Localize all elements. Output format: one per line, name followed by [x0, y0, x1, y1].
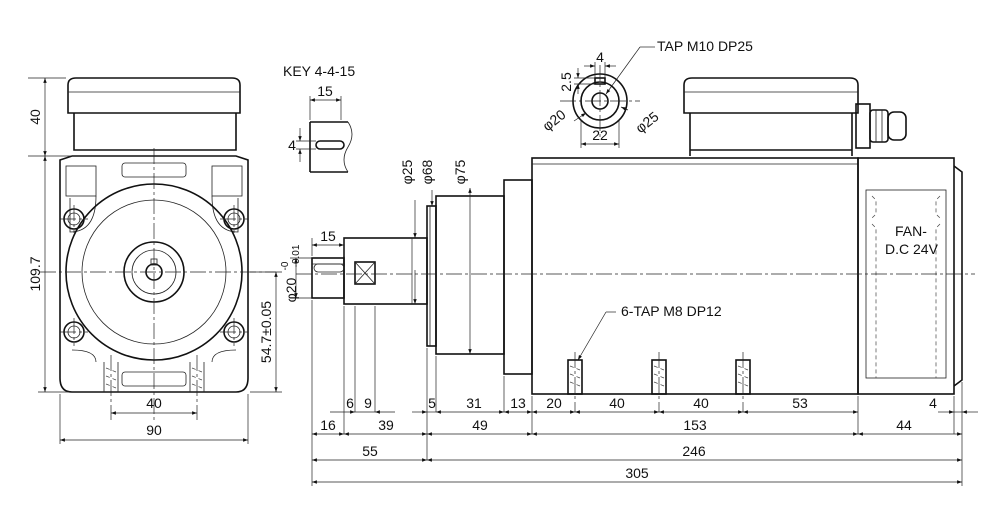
dim-r2-39: 39: [378, 417, 394, 433]
motor-body: [531, 157, 859, 395]
dim-r2-44: 44: [896, 417, 912, 433]
front-flange-body: [59, 155, 249, 393]
front-view-dimensions: 40 109.7 54.7±0.05 40 90: [27, 77, 282, 444]
dim-r1-13: 13: [510, 395, 526, 411]
shaft-end-across-flats: 22: [592, 127, 608, 143]
front-view: [40, 77, 276, 420]
key-detail: KEY 4-4-15 15 4: [283, 63, 355, 173]
fan-label-line2: D.C 24V: [885, 241, 939, 257]
dim-r3-55: 55: [362, 443, 378, 459]
shaft-end-shaft-dia: φ20: [539, 106, 568, 134]
dim-lid-height: 40: [27, 109, 43, 125]
dim-r1-40a: 40: [609, 395, 625, 411]
dim-r1-6: 6: [346, 395, 354, 411]
dim-overall-width: 90: [146, 422, 162, 438]
nose-step-1: [503, 179, 533, 375]
dim-overall-height: 109.7: [27, 256, 43, 291]
bottom-dimension-chain: 6 9 5 31 13 20 40 40 53 4 16 39 49 153 4…: [311, 300, 978, 486]
dim-r1-20: 20: [546, 395, 562, 411]
dim-r2-49: 49: [472, 417, 488, 433]
shaft-end-outer-dia: φ25: [632, 108, 661, 136]
dim-r4-305: 305: [625, 465, 649, 481]
dim-r3-246: 246: [682, 443, 706, 459]
key-title: KEY 4-4-15: [283, 63, 355, 79]
fan-housing: FAN- D.C 24V: [857, 157, 963, 395]
key-width-dim: 4: [288, 137, 296, 153]
dim-r1-53: 53: [792, 395, 808, 411]
dim-r1-40b: 40: [693, 395, 709, 411]
dim-r2-16: 16: [320, 417, 336, 433]
side-tap-note: 6-TAP M8 DP12: [621, 303, 722, 319]
shaft-end-key-depth: 2.5: [558, 72, 574, 92]
dim-r1-4: 4: [929, 395, 937, 411]
dia-75: φ75: [452, 159, 468, 184]
side-view: FAN- D.C 24V 6-TAP M8: [296, 77, 975, 402]
fan-label-line1: FAN-: [895, 223, 927, 239]
shaft-end-tap-note: TAP M10 DP25: [657, 38, 753, 54]
side-tapped-holes: [567, 352, 751, 402]
cable-gland: [855, 103, 907, 149]
side-shaft-tol-lower: -0.01: [291, 244, 302, 267]
side-lid: [683, 77, 859, 114]
front-lid: [67, 77, 241, 114]
shaft-end-key-width: 4: [596, 49, 604, 65]
dia-25: φ25: [399, 159, 415, 184]
dim-r2-153: 153: [683, 417, 707, 433]
key-slot: [315, 140, 345, 150]
dim-r1-31: 31: [466, 395, 482, 411]
dim-r1-9: 9: [364, 395, 372, 411]
side-shaft-dia: φ20: [283, 277, 299, 302]
dim-bolt-spacing: 40: [146, 395, 162, 411]
shaft: [343, 237, 428, 305]
nose-flange: [426, 205, 437, 347]
dim-center-height: 54.7±0.05: [258, 301, 274, 363]
dia-68: φ68: [419, 159, 435, 184]
dim-r1-5: 5: [428, 395, 436, 411]
key-length-dim: 15: [317, 83, 333, 99]
side-shaft-tol-upper: -0: [280, 261, 291, 270]
front-box-base: [73, 113, 237, 151]
side-view-dimensions: φ25 φ68 φ75 15 φ20 -0 -0.01: [280, 159, 472, 354]
side-key-length: 15: [320, 228, 336, 244]
